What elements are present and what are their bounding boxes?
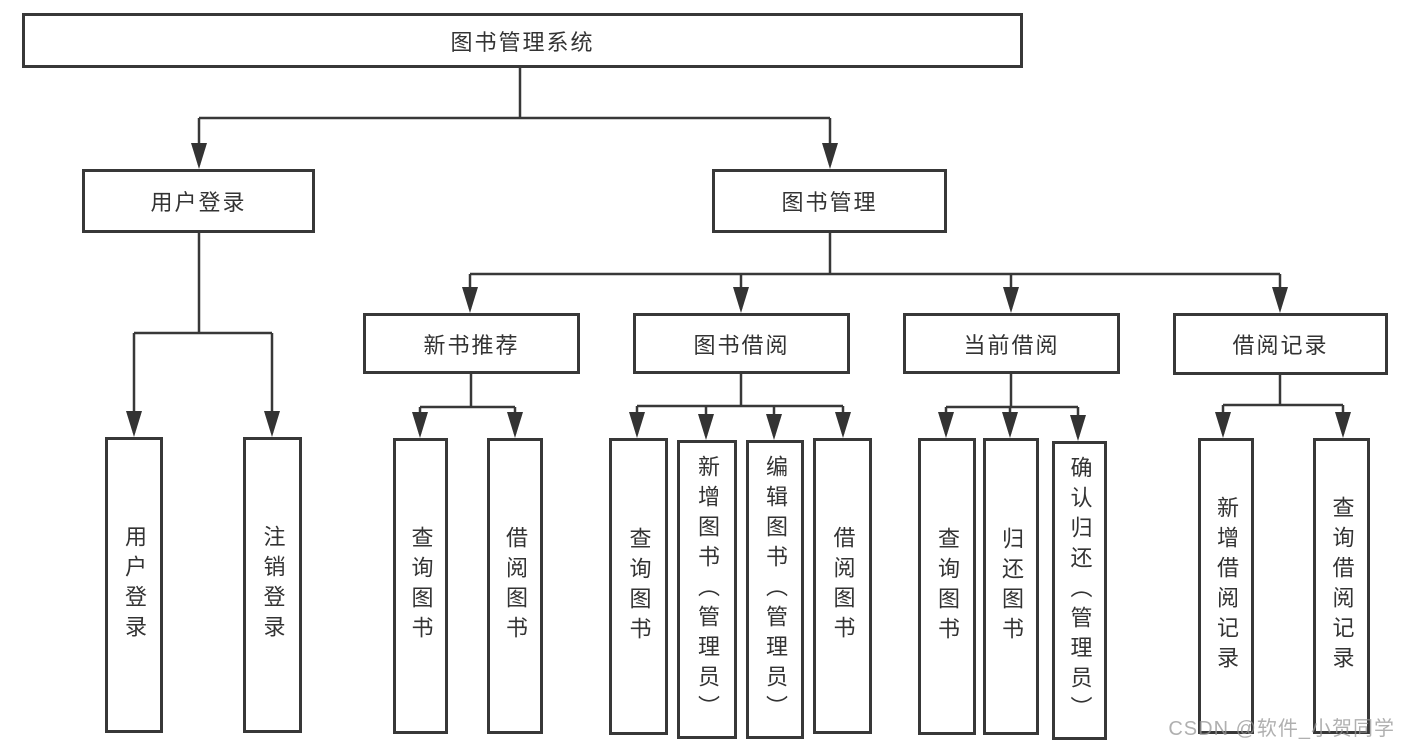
node-borrow-records-box: 借阅记录 [1173,313,1388,375]
leaf-query-books-1-box: 查询图书 [393,438,448,734]
leaf-borrow-books-2-label: 借阅图书 [830,526,856,646]
leaf-user-login-box: 用户登录 [105,437,163,733]
branch-book-management-label: 图书管理 [781,190,878,215]
node-borrow-records-label: 借阅记录 [1232,333,1329,358]
leaf-add-borrow-record-box: 新增借阅记录 [1198,438,1254,734]
leaf-add-books-admin-label: 新增图书（管理员） [695,454,720,725]
node-current-borrow-box: 当前借阅 [903,313,1120,374]
leaf-logout-label: 注销登录 [260,525,286,645]
leaf-query-books-2-label: 查询图书 [626,526,652,647]
leaf-borrow-books-1-box: 借阅图书 [487,438,543,734]
leaf-return-books-label: 归还图书 [999,526,1024,647]
node-book-borrow-box: 图书借阅 [633,313,850,374]
csdn-watermark: CSDN @软件_小贺同学 [1168,718,1395,740]
node-new-book-recommend-label: 新书推荐 [423,332,520,358]
leaf-confirm-return-admin-label: 确认归还（管理员） [1067,455,1093,726]
node-new-book-recommend-box: 新书推荐 [363,313,580,374]
node-book-borrow-label: 图书借阅 [693,332,790,358]
leaf-query-books-1-label: 查询图书 [408,526,434,646]
leaf-confirm-return-admin-box: 确认归还（管理员） [1052,441,1107,740]
leaf-borrow-books-2-box: 借阅图书 [813,438,872,734]
branch-user-login-box: 用户登录 [82,169,315,233]
leaf-borrow-books-1-label: 借阅图书 [503,526,528,646]
leaf-edit-books-admin-box: 编辑图书（管理员） [746,440,804,739]
leaf-edit-books-admin-label: 编辑图书（管理员） [763,454,788,725]
leaf-logout-box: 注销登录 [243,437,302,733]
leaf-add-borrow-record-label: 新增借阅记录 [1214,496,1239,676]
leaf-user-login-label: 用户登录 [122,525,147,645]
leaf-query-borrow-record-box: 查询借阅记录 [1313,438,1370,734]
root-box-library-system: 图书管理系统 [22,13,1023,68]
leaf-query-books-3-box: 查询图书 [918,438,976,735]
branch-book-management-box: 图书管理 [712,169,947,233]
leaf-query-books-3-label: 查询图书 [935,526,960,647]
root-label: 图书管理系统 [450,29,595,55]
leaf-return-books-box: 归还图书 [983,438,1039,735]
node-current-borrow-label: 当前借阅 [963,332,1060,358]
leaf-add-books-admin-box: 新增图书（管理员） [677,440,737,739]
leaf-query-books-2-box: 查询图书 [609,438,668,735]
leaf-query-borrow-record-label: 查询借阅记录 [1329,496,1355,676]
branch-user-login-label: 用户登录 [150,190,247,215]
